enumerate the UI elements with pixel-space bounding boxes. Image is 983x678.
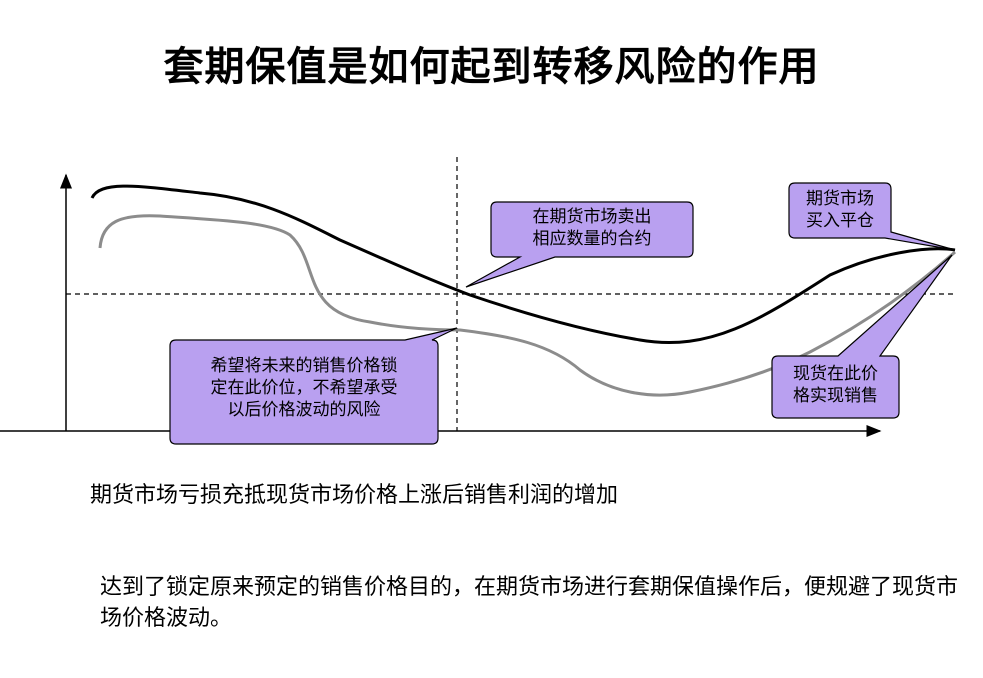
slide-title: 套期保值是如何起到转移风险的作用 <box>163 43 820 90</box>
caption-text: 期货市场亏损充抵现货市场价格上涨后销售利润的增加 <box>90 483 619 508</box>
buy-close-callout <box>788 182 956 251</box>
spot-sale-callout <box>771 254 953 419</box>
lock-price-callout <box>169 327 458 445</box>
spot-sale-callout-text: 现货在此价 格实现销售 <box>793 364 878 406</box>
futures-price-curve <box>90 184 956 345</box>
sell-futures-callout <box>465 201 694 288</box>
conclusion-text: 达到了锁定原来预定的销售价格目的，在期货市场进行套期保值操作后，便规避了现货市场… <box>100 575 959 631</box>
lock-price-callout-text: 希望将未来的销售价格锁 定在此价位，不希望承受 以后价格波动的风险 <box>210 356 398 420</box>
sell-futures-callout-text: 在期货市场卖出 相应数量的合约 <box>532 207 652 249</box>
buy-close-callout-text: 期货市场 买入平仓 <box>806 189 874 231</box>
